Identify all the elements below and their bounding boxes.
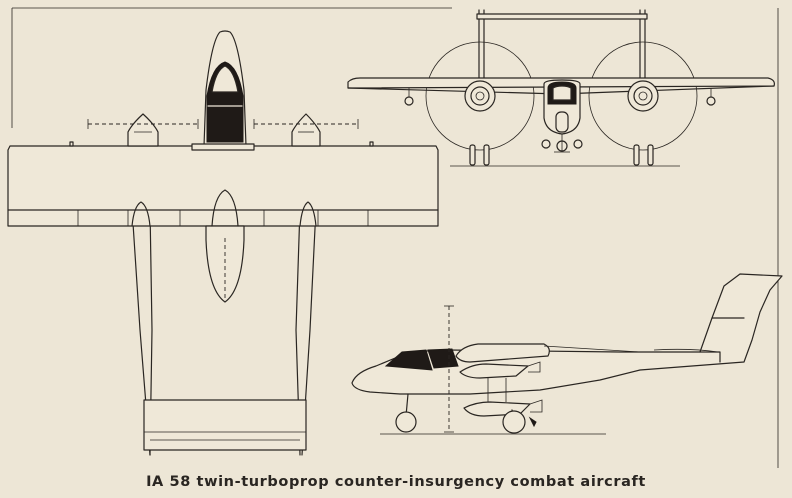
frame-lines xyxy=(11,7,779,468)
side-view xyxy=(351,273,783,435)
front-view xyxy=(347,9,775,167)
plan-view xyxy=(7,30,439,456)
figure-caption: IA 58 twin-turboprop counter-insurgency … xyxy=(146,474,646,490)
